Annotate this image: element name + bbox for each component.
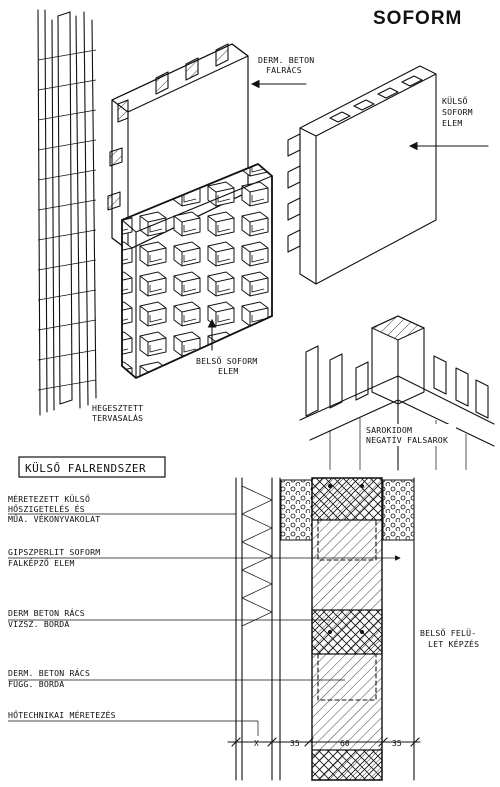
label-belso-elem: ELEM [218,366,239,376]
label-belso-soform: BELSŐ SOFORM [196,356,258,366]
callout-hotechnikai-label: HŐTECHNIKAI MÉRETEZÉS [8,709,116,720]
dim-35-left: 35 [290,739,300,748]
label-negativ: NEGATÍV FALSAROK [366,434,448,445]
welded-reinforcement-mesh [37,9,97,416]
callout-hotechnikai: HŐTECHNIKAI MÉRETEZÉS [8,709,259,736]
label-tervasalas: TERVASALÁS [92,412,143,423]
label-derm-beton: DERM. BETON [258,55,314,65]
dim-60: 60 [340,739,350,748]
dim-x: X [254,739,259,748]
callout-vizsz-2: VIZSZ. BORDA [8,619,70,629]
label-elem: ELEM [442,118,463,128]
section-heading-box [18,456,166,478]
callout-fugg-2: FÜGG. BORDA [8,679,64,689]
label-kulso: KÜLSŐ [442,96,468,106]
corner-piece [299,315,495,471]
callout-fugg-borda: DERM. BETON RÁCS FÜGG. BORDA [8,667,345,689]
callout-belso-1: BELSŐ FELÜ- [420,628,476,638]
label-sarokidom: SAROKIDOM [366,425,412,435]
callout-meretezett-2: HŐSZIGETELÉS ÉS [8,503,85,514]
dim-35-right: 35 [392,739,402,748]
callout-vizsz-borda: DERM BETON RÁCS VIZSZ. BORDA [8,607,330,629]
callout-meretezett-1: MÉRETEZETT KÜLSŐ [8,493,90,504]
drawing-title: SOFORM [373,8,462,29]
wall-cross-section [235,477,415,781]
callout-gipszperlit: GIPSZPERLIT SOFORM FALKÉPZŐ ELEM [8,547,401,568]
callout-fugg-1: DERM. BETON RÁCS [8,667,90,678]
callout-meretezett: MÉRETEZETT KÜLSŐ HŐSZIGETELÉS ÉS MŰA. VÉ… [8,493,236,524]
inner-soform-panel [121,162,273,380]
callout-belso-felulet: BELSŐ FELÜ- LET KÉPZÉS [420,628,479,649]
callout-belso-2: LET KÉPZÉS [428,638,479,649]
label-soform: SOFORM [442,107,473,117]
callout-gipszperlit-2: FALKÉPZŐ ELEM [8,557,75,568]
label-hegesztett: HEGESZTETT [92,403,143,413]
callout-vizsz-1: DERM BETON RÁCS [8,607,85,618]
callout-gipszperlit-1: GIPSZPERLIT SOFORM [8,547,100,557]
callout-meretezett-3: MŰA. VÉKONYVAKOLAT [8,513,100,524]
label-falracs: FALRÁCS [266,64,302,75]
section-heading: KÜLSŐ FALRENDSZER [25,461,146,475]
dimension-line: X 35 60 35 [227,737,421,748]
outer-soform-element [287,65,437,285]
